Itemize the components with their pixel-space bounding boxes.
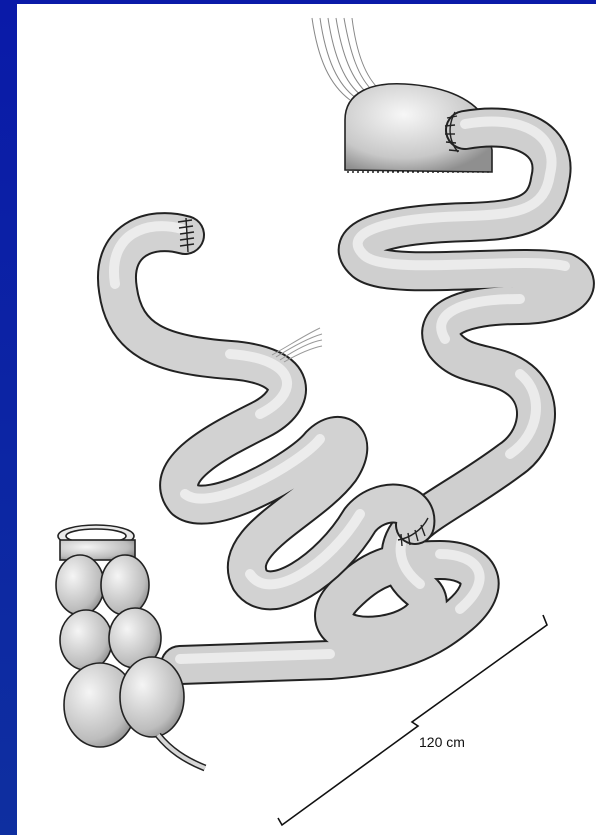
measurement-label: 120 cm xyxy=(419,734,465,750)
